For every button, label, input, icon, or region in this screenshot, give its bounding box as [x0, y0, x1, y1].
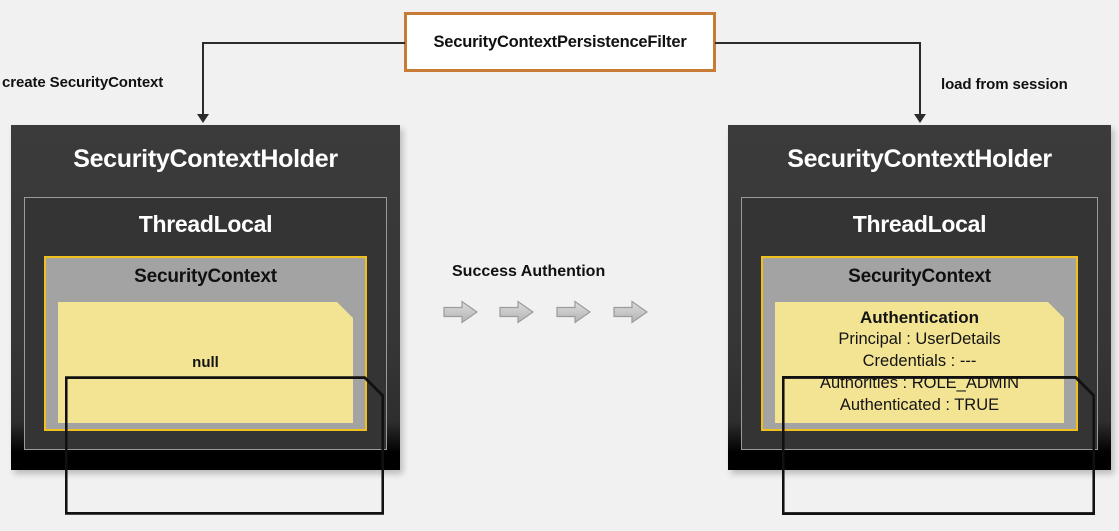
threadlocal-box-right: ThreadLocal SecurityContext Authenticati…: [741, 197, 1098, 515]
note-shape-left: null: [58, 302, 353, 423]
edge-label-load-from-session: load from session: [941, 76, 1068, 93]
security-context-title-left: SecurityContext: [134, 266, 277, 287]
security-context-persistence-filter-box: SecurityContextPersistenceFilter: [404, 12, 716, 72]
security-context-box-right: SecurityContext Authentication Principal…: [761, 256, 1095, 515]
connector-right-horizontal: [715, 42, 921, 44]
security-context-title-right: SecurityContext: [848, 266, 991, 287]
note-value-left: null: [192, 354, 219, 371]
connector-left-vertical: [202, 42, 204, 118]
security-context-holder-right: SecurityContextHolder ThreadLocal Securi…: [728, 125, 1111, 515]
block-arrow-right-icon: [556, 300, 591, 324]
threadlocal-title-left: ThreadLocal: [138, 211, 273, 237]
note-shape-right: Authentication Principal : UserDetails C…: [775, 302, 1064, 423]
success-authentication-label: Success Authention: [452, 263, 606, 280]
holder-title-left: SecurityContextHolder: [73, 145, 338, 173]
connector-left-arrowhead: [197, 114, 209, 123]
connector-right-vertical: [919, 42, 921, 118]
connector-left-horizontal: [202, 42, 405, 44]
filter-label: SecurityContextPersistenceFilter: [433, 32, 687, 51]
authentication-heading: Authentication: [860, 308, 979, 328]
auth-row-authenticated: Authenticated : TRUE: [839, 395, 1000, 414]
auth-row-credentials: Credentials : ---: [862, 352, 977, 371]
auth-row-principal: Principal : UserDetails: [838, 330, 1001, 349]
edge-label-create-security-context: create SecurityContext: [2, 74, 164, 91]
diagram-canvas: SecurityContextPersistenceFilter create …: [2, 12, 1111, 515]
connector-right-arrowhead: [914, 114, 926, 123]
block-arrow-right-icon: [499, 300, 534, 324]
holder-title-right: SecurityContextHolder: [787, 145, 1052, 173]
auth-row-authorities: Authorities : ROLE_ADMIN: [820, 374, 1019, 392]
security-context-box-left: SecurityContext null: [44, 256, 384, 515]
block-arrow-right-icon: [613, 300, 648, 324]
security-context-holder-left: SecurityContextHolder ThreadLocal Securi…: [11, 125, 400, 515]
block-arrow-right-icon: [443, 300, 478, 324]
threadlocal-box-left: ThreadLocal SecurityContext null: [24, 197, 387, 515]
threadlocal-title-right: ThreadLocal: [852, 211, 987, 237]
